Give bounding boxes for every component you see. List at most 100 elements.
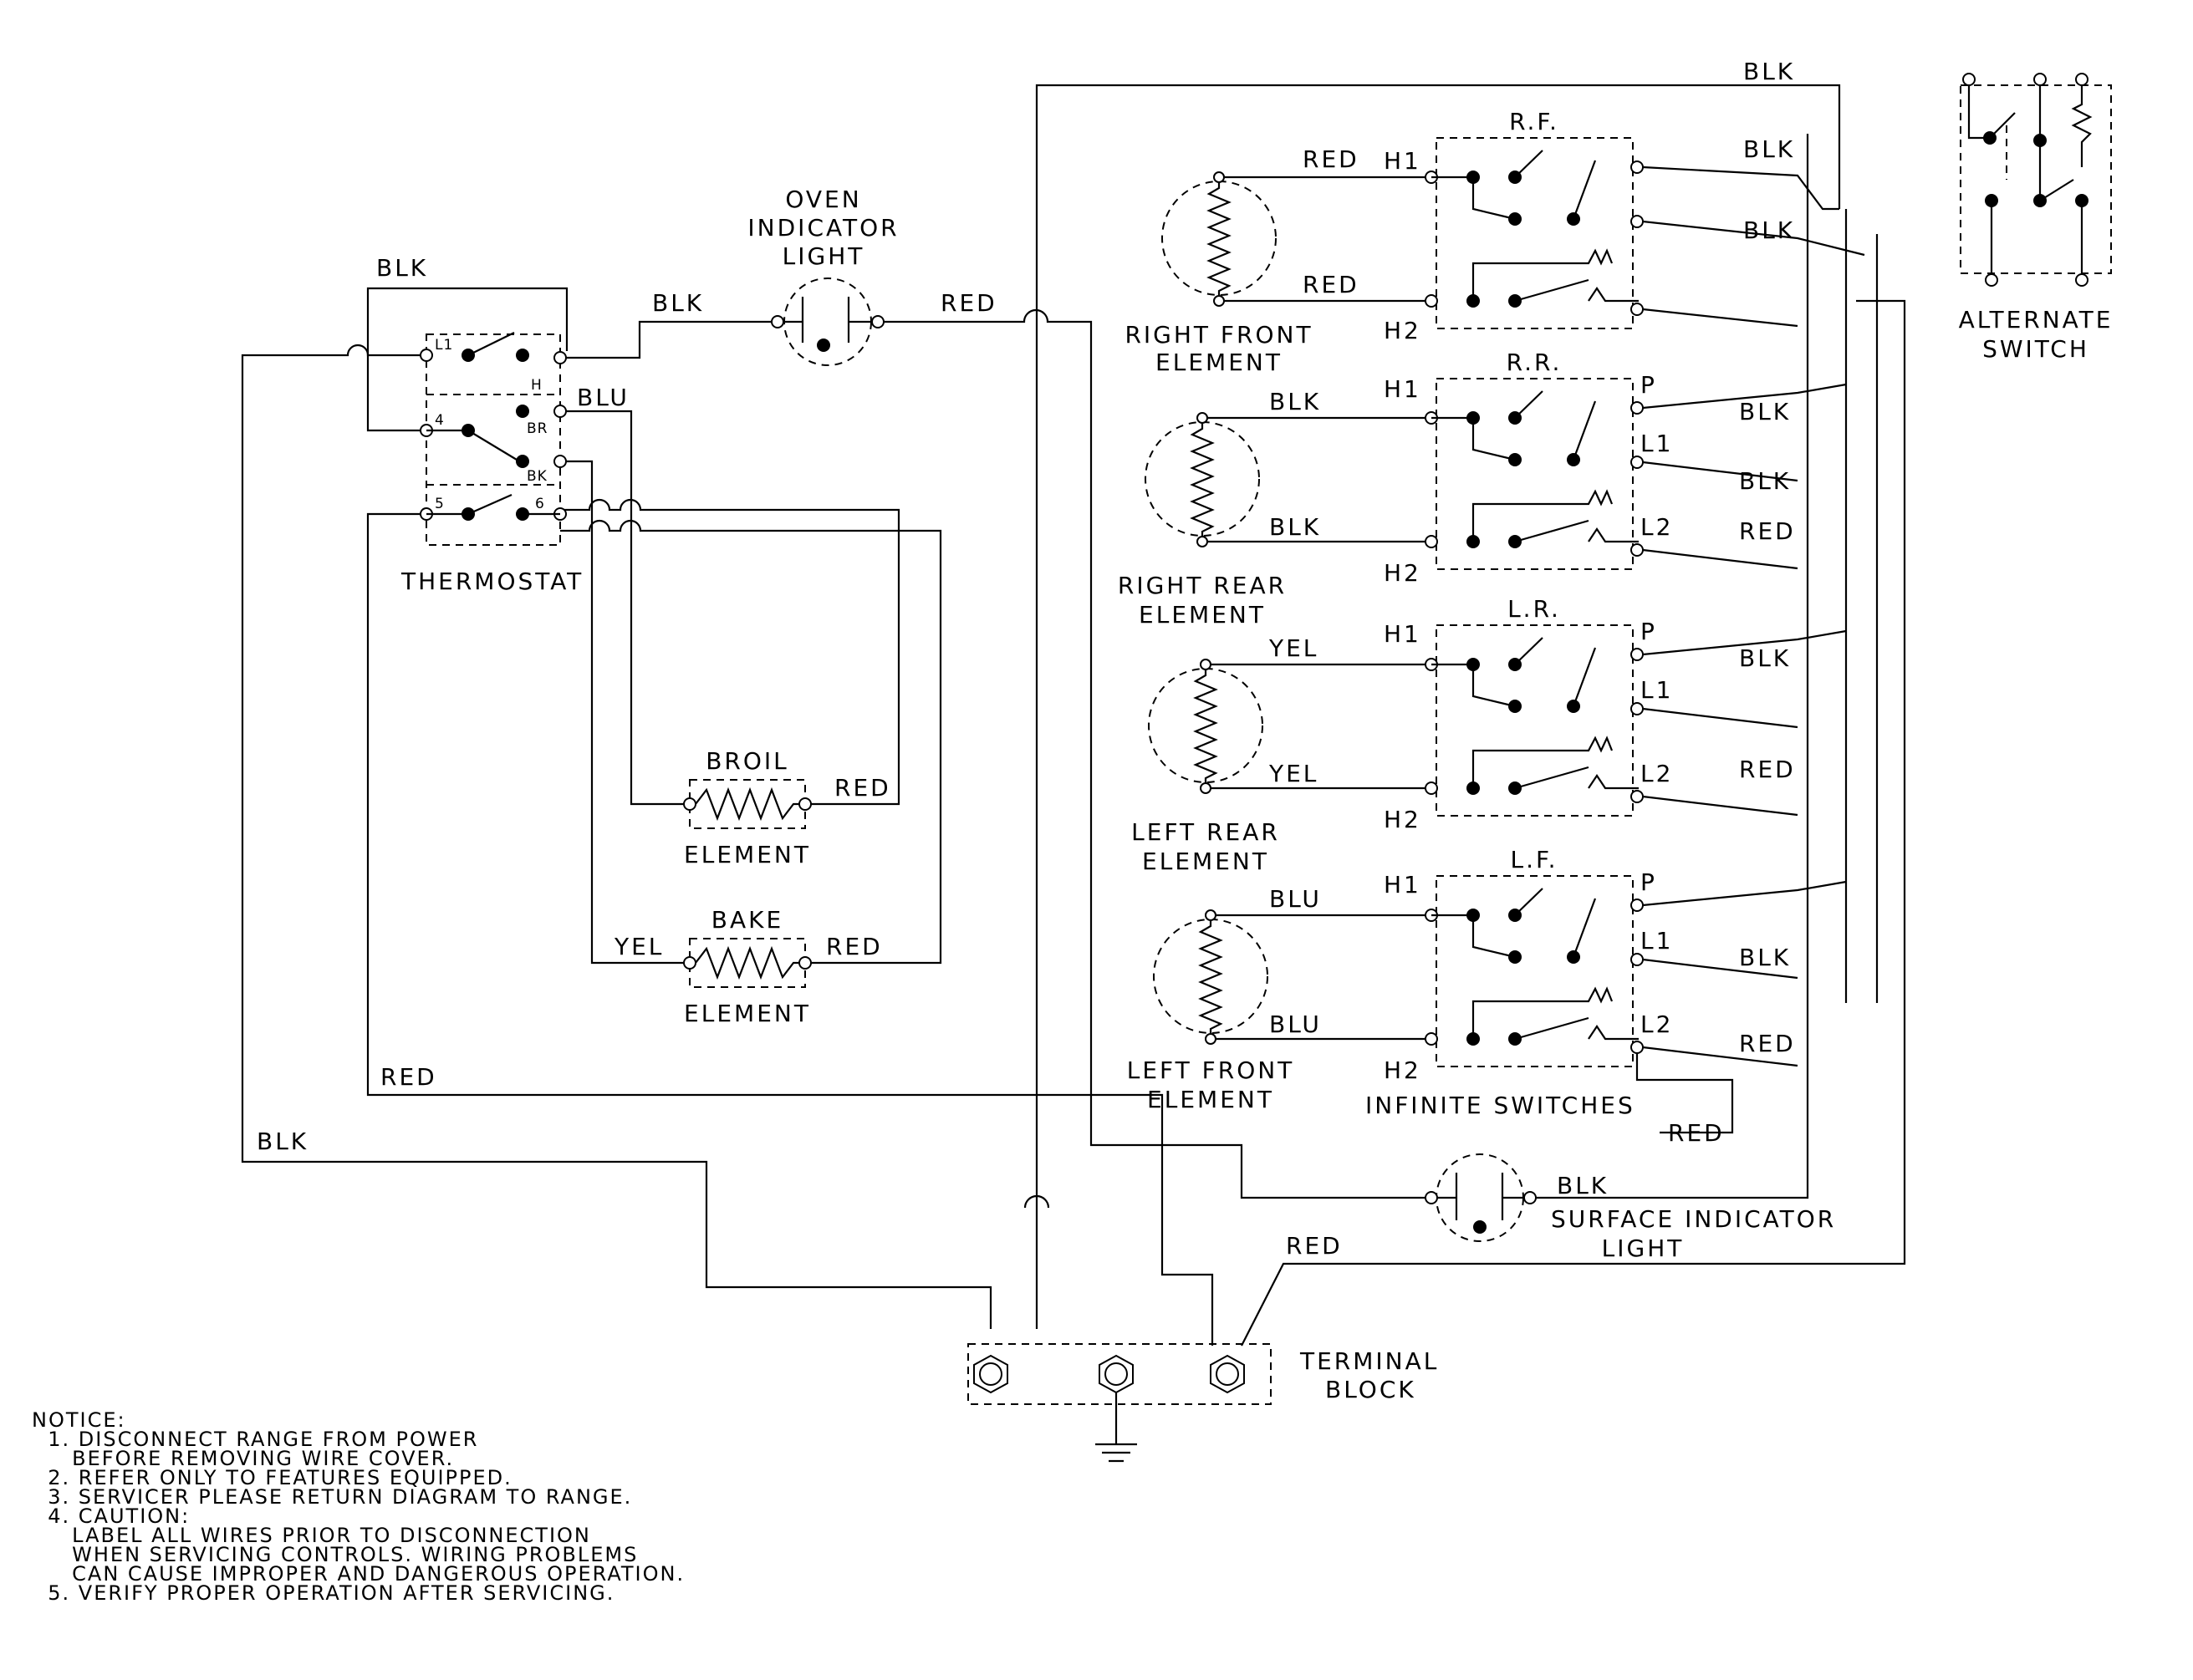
rr-p: P xyxy=(1640,371,1657,399)
wire-label-rf-out-blk: BLK xyxy=(1743,216,1795,244)
oven-indicator-light: OVEN INDICATOR LIGHT xyxy=(747,186,899,366)
lr-top-wire: YEL xyxy=(1268,634,1318,662)
alternate-switch-label-1: ALTERNATE xyxy=(1959,306,2114,333)
wire-label-lf-blk: BLK xyxy=(1739,944,1791,971)
surface-indicator-light: SURFACE INDICATOR LIGHT xyxy=(1425,1153,1836,1262)
lf-p: P xyxy=(1640,868,1657,896)
wire-label-thermostat-top-blk: BLK xyxy=(376,254,428,282)
terminal-block: TERMINAL BLOCK xyxy=(967,1343,1439,1463)
wire-label-lower-red: RED xyxy=(380,1063,437,1091)
wire-light-red xyxy=(878,308,1421,1199)
lf-l2: L2 xyxy=(1640,1011,1673,1038)
thermostat-bk: BK xyxy=(527,468,548,485)
wire-surface-blk xyxy=(1530,134,1809,1199)
rr-top-wire: BLK xyxy=(1269,388,1321,415)
rr-label-1: RIGHT REAR xyxy=(1118,572,1287,599)
ground-icon xyxy=(1095,1392,1137,1463)
wire-color-labels: BLK BLK BLK RED BLU RED YEL RED RED BLK … xyxy=(257,58,1796,1260)
lr-l2: L2 xyxy=(1640,760,1673,787)
wire-thermostat-loop-4 xyxy=(366,351,426,432)
wire-label-lower-blk: BLK xyxy=(257,1128,309,1155)
lf-top-wire: BLU xyxy=(1269,885,1322,913)
wire-top-blk xyxy=(1035,84,1841,1329)
rf-switch-name: R.F. xyxy=(1509,108,1559,135)
bake-element-label: ELEMENT xyxy=(684,1000,811,1027)
wire-blu xyxy=(560,410,687,806)
terminal-l1 xyxy=(973,1354,1008,1394)
lf-h1: H1 xyxy=(1384,871,1421,899)
terminal-block-label-2: BLOCK xyxy=(1325,1376,1416,1403)
notice-line: CAN CAUSE IMPROPER AND DANGEROUS OPERATI… xyxy=(32,1562,686,1586)
broil-element-label: ELEMENT xyxy=(684,841,811,868)
wire-left-blk xyxy=(241,344,992,1329)
rf-label-2: ELEMENT xyxy=(1155,349,1283,376)
wire-label-light-red: RED xyxy=(941,289,997,317)
wire-label-terminal-red: RED xyxy=(1286,1232,1343,1260)
wire-six-b xyxy=(560,519,942,965)
broil-element: BROIL ELEMENT xyxy=(683,747,812,868)
thermostat: L1 H 4 BR BK 5 6 THERMOSTAT xyxy=(400,332,584,595)
wire-label-rr-blk-1: BLK xyxy=(1739,398,1791,425)
notice-block: NOTICE: 1. DISCONNECT RANGE FROM POWER B… xyxy=(32,1408,686,1603)
notice-line: 3. SERVICER PLEASE RETURN DIAGRAM TO RAN… xyxy=(32,1485,633,1509)
wire-five-red xyxy=(366,512,1214,1346)
notice-line: LABEL ALL WIRES PRIOR TO DISCONNECTION xyxy=(32,1524,591,1547)
bake-label: BAKE xyxy=(711,906,783,934)
wire-label-surface-red: RED xyxy=(1668,1119,1725,1147)
notice-line: 4. CAUTION: xyxy=(32,1504,191,1528)
rr-l2: L2 xyxy=(1640,513,1673,541)
thermostat-h: H xyxy=(531,377,543,394)
lr-label-2: ELEMENT xyxy=(1142,848,1269,875)
thermostat-4: 4 xyxy=(435,412,445,429)
wire-label-lr-red: RED xyxy=(1739,756,1796,783)
rr-switch-name: R.R. xyxy=(1507,349,1563,376)
lr-l1: L1 xyxy=(1640,676,1673,704)
thermostat-label: THERMOSTAT xyxy=(400,568,584,595)
lf-bottom-wire: BLU xyxy=(1269,1011,1322,1038)
lf-label-1: LEFT FRONT xyxy=(1127,1056,1295,1084)
thermostat-l1: L1 xyxy=(435,337,453,354)
thermostat-5: 5 xyxy=(435,496,445,512)
terminal-l2 xyxy=(1210,1354,1245,1394)
wire-label-rr-red: RED xyxy=(1739,517,1796,545)
notice-heading: NOTICE: xyxy=(32,1408,126,1432)
surface-light-label-2: LIGHT xyxy=(1602,1235,1685,1262)
wire-label-broil-red: RED xyxy=(834,774,891,802)
lr-label-1: LEFT REAR xyxy=(1131,818,1280,846)
surface-row-lr: YEL YEL H1 H2 L.R. P L1 L2 LEFT REAR ELE… xyxy=(1131,595,1847,875)
wire-bk-yel xyxy=(560,460,687,965)
wire-label-thermostat-light-blk: BLK xyxy=(652,289,704,317)
bake-element: BAKE ELEMENT xyxy=(683,906,812,1027)
oven-light-label-2: INDICATOR xyxy=(747,214,899,242)
alternate-switch-label-2: SWITCH xyxy=(1982,335,2089,363)
wires xyxy=(241,84,1906,1347)
notice-line: WHEN SERVICING CONTROLS. WIRING PROBLEMS xyxy=(32,1543,639,1566)
surface-light-label-1: SURFACE INDICATOR xyxy=(1551,1205,1836,1233)
rf-h2: H2 xyxy=(1384,317,1421,344)
rr-h1: H1 xyxy=(1384,375,1421,403)
wire-thermostat-to-light xyxy=(560,320,773,359)
lf-l1: L1 xyxy=(1640,927,1673,955)
wire-label-surface-blk: BLK xyxy=(1557,1172,1609,1199)
thermostat-br: BR xyxy=(527,420,548,437)
surface-row-lf: BLU BLU H1 H2 L.F. P L1 L2 LEFT FRONT EL… xyxy=(1127,846,1847,1134)
wire-label-lf-red: RED xyxy=(1739,1030,1796,1057)
wire-label-blu: BLU xyxy=(577,384,630,411)
wire-thermostat-loop xyxy=(366,287,569,351)
wire-terminal-red xyxy=(1241,299,1906,1347)
lf-h2: H2 xyxy=(1384,1056,1421,1084)
rr-h2: H2 xyxy=(1384,559,1421,587)
notice-line: 2. REFER ONLY TO FEATURES EQUIPPED. xyxy=(32,1466,513,1489)
rf-bottom-wire: RED xyxy=(1303,271,1359,298)
notice-line: BEFORE REMOVING WIRE COVER. xyxy=(32,1447,455,1470)
lf-label-2: ELEMENT xyxy=(1147,1086,1274,1113)
lr-p: P xyxy=(1640,618,1657,645)
lr-switch-name: L.R. xyxy=(1507,595,1561,623)
rf-top-wire: RED xyxy=(1303,145,1359,173)
terminal-block-label-1: TERMINAL xyxy=(1299,1347,1439,1375)
lr-h2: H2 xyxy=(1384,806,1421,833)
alternate-switch: ALTERNATE SWITCH xyxy=(1959,73,2114,363)
lf-switch-name: L.F. xyxy=(1510,846,1558,873)
oven-light-label-3: LIGHT xyxy=(783,242,865,270)
